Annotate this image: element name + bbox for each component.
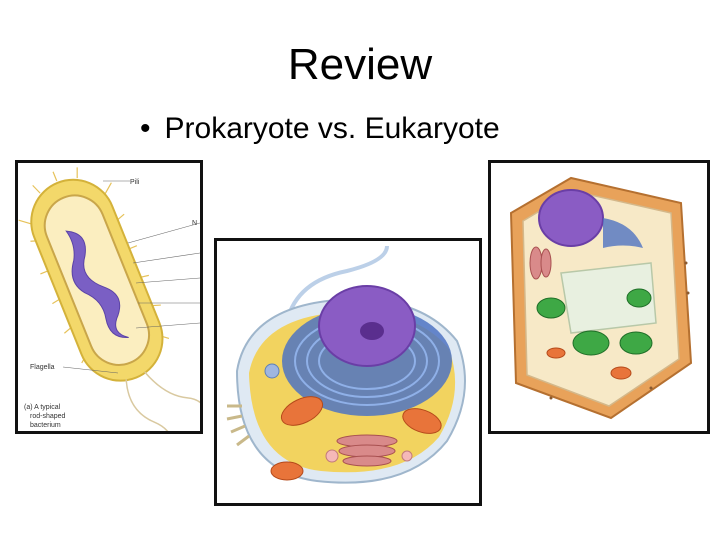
nucleoid xyxy=(65,230,129,338)
vesicle xyxy=(325,449,339,463)
mitochondrion xyxy=(546,347,566,359)
golgi-apparatus xyxy=(529,246,552,280)
caption-line-2: rod-shaped xyxy=(30,413,66,420)
caption-line-3: bacterium xyxy=(30,422,61,429)
mitochondrion xyxy=(402,408,442,434)
flagellum xyxy=(144,371,200,431)
chloroplasts xyxy=(536,288,653,356)
golgi-apparatus xyxy=(336,434,398,467)
label-pili: Pili xyxy=(130,179,140,186)
mitochondrion xyxy=(610,366,632,380)
label-lines xyxy=(62,180,200,374)
prokaryote-figure: Pili N Flagella (a) A typical rod-shaped… xyxy=(15,160,203,434)
caption-line-1: (a) A typical xyxy=(24,404,61,411)
plant-cell-illustration xyxy=(509,176,693,420)
nucleolus xyxy=(360,322,384,340)
animal-cell-illustration xyxy=(226,245,466,484)
mitochondrion xyxy=(280,396,324,426)
endoplasmic-reticulum xyxy=(603,218,643,248)
plant-cell-figure xyxy=(488,160,710,434)
label-n: N xyxy=(192,220,197,227)
vesicle xyxy=(401,450,413,462)
bacterium-illustration: Pili N Flagella (a) A typical rod-shaped… xyxy=(18,167,200,431)
plasmodesmata xyxy=(549,261,690,400)
bullet-item: • Prokaryote vs. Eukaryote xyxy=(140,112,500,146)
bullet-dot: • xyxy=(140,112,151,145)
microvilli xyxy=(226,404,250,447)
label-flagella: Flagella xyxy=(30,364,55,371)
slide-title: Review xyxy=(287,40,433,89)
cilium xyxy=(285,245,389,322)
animal-cell-figure xyxy=(214,238,482,506)
central-vacuole xyxy=(560,262,657,334)
nucleus xyxy=(538,189,604,247)
flagellum xyxy=(125,379,174,431)
mitochondrion xyxy=(270,461,304,481)
vesicle xyxy=(264,363,280,379)
bullet-text: Prokaryote vs. Eukaryote xyxy=(164,112,500,145)
